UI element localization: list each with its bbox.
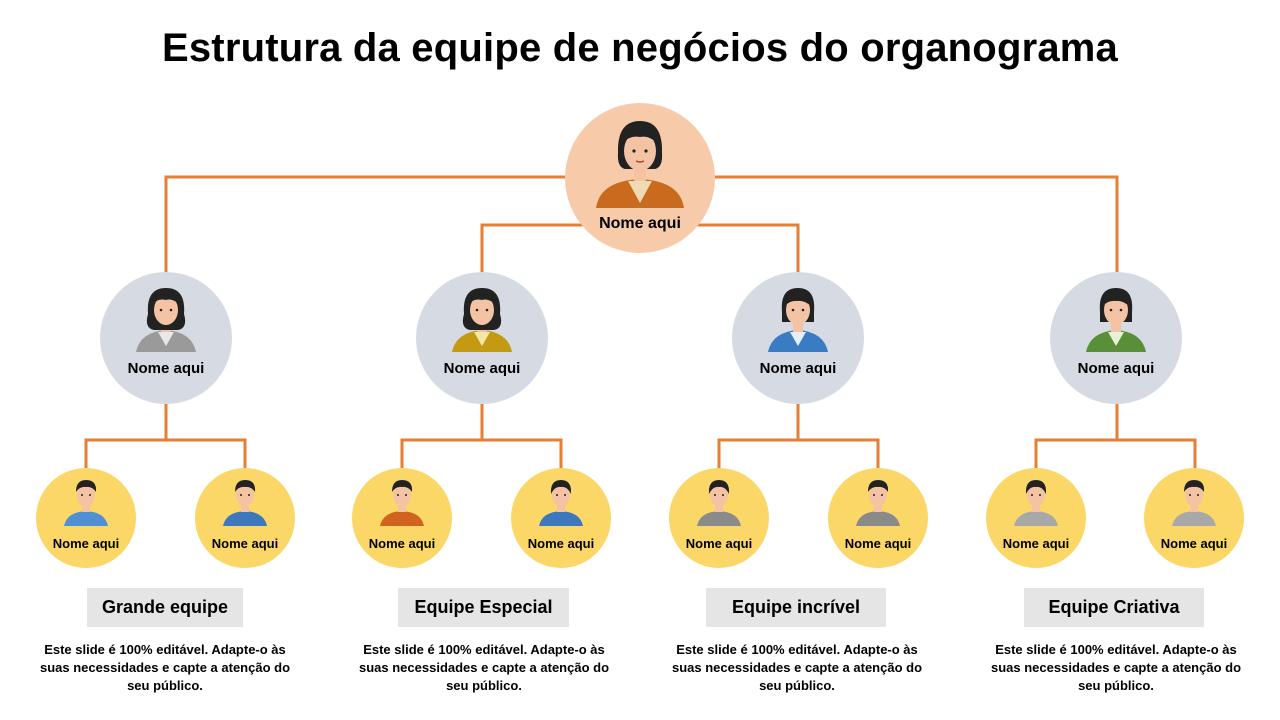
node-name-label: Nome aqui <box>52 536 120 551</box>
person-avatar-icon <box>1172 480 1216 526</box>
org-node-member-7: Nome aqui <box>986 468 1086 568</box>
node-name-label: Nome aqui <box>599 215 681 232</box>
person-avatar-icon <box>539 480 583 526</box>
org-node-top: Nome aqui <box>565 103 715 253</box>
person-avatar-icon <box>768 288 828 352</box>
person-avatar-icon <box>380 480 424 526</box>
org-node-member-2: Nome aqui <box>195 468 295 568</box>
person-avatar-icon <box>223 480 267 526</box>
person-avatar-icon <box>1014 480 1058 526</box>
node-name-label: Nome aqui <box>844 536 912 551</box>
team-description-4: Este slide é 100% editável. Adapte-o às … <box>991 642 1242 693</box>
connector-team-4 <box>1034 438 1197 468</box>
org-node-member-8: Nome aqui <box>1144 468 1244 568</box>
node-name-label: Nome aqui <box>1002 536 1070 551</box>
node-name-label: Nome aqui <box>443 360 521 377</box>
team-name-2: Equipe Especial <box>398 588 569 627</box>
org-node-member-4: Nome aqui <box>511 468 611 568</box>
page-title: Estrutura da equipe de negócios do organ… <box>161 26 1119 70</box>
org-node-member-6: Nome aqui <box>828 468 928 568</box>
connector-team-1 <box>84 438 247 468</box>
person-avatar-icon <box>596 121 684 208</box>
person-avatar-icon <box>1086 288 1146 352</box>
team-description-1: Este slide é 100% editável. Adapte-o às … <box>40 642 291 693</box>
team-description-2: Este slide é 100% editável. Adapte-o às … <box>359 642 610 693</box>
connector-team-3 <box>717 438 880 468</box>
org-node-member-1: Nome aqui <box>36 468 136 568</box>
node-name-label: Nome aqui <box>127 360 205 377</box>
node-name-label: Nome aqui <box>368 536 436 551</box>
org-node-manager-2: Nome aqui <box>416 272 548 404</box>
node-name-label: Nome aqui <box>759 360 837 377</box>
org-node-manager-3: Nome aqui <box>732 272 864 404</box>
org-node-member-3: Nome aqui <box>352 468 452 568</box>
org-node-manager-4: Nome aqui <box>1050 272 1182 404</box>
team-name-1: Grande equipe <box>87 588 243 627</box>
node-name-label: Nome aqui <box>527 536 595 551</box>
connector-team-2 <box>400 438 563 468</box>
node-name-label: Nome aqui <box>211 536 279 551</box>
node-name-label: Nome aqui <box>685 536 753 551</box>
person-avatar-icon <box>856 480 900 526</box>
org-node-member-5: Nome aqui <box>669 468 769 568</box>
person-avatar-icon <box>64 480 108 526</box>
team-description-3: Este slide é 100% editável. Adapte-o às … <box>672 642 923 693</box>
person-avatar-icon <box>452 288 512 352</box>
node-name-label: Nome aqui <box>1077 360 1155 377</box>
person-avatar-icon <box>697 480 741 526</box>
person-avatar-icon <box>136 288 196 352</box>
org-node-manager-1: Nome aqui <box>100 272 232 404</box>
team-name-3: Equipe incrível <box>706 588 886 627</box>
node-name-label: Nome aqui <box>1160 536 1228 551</box>
team-name-4: Equipe Criativa <box>1024 588 1204 627</box>
